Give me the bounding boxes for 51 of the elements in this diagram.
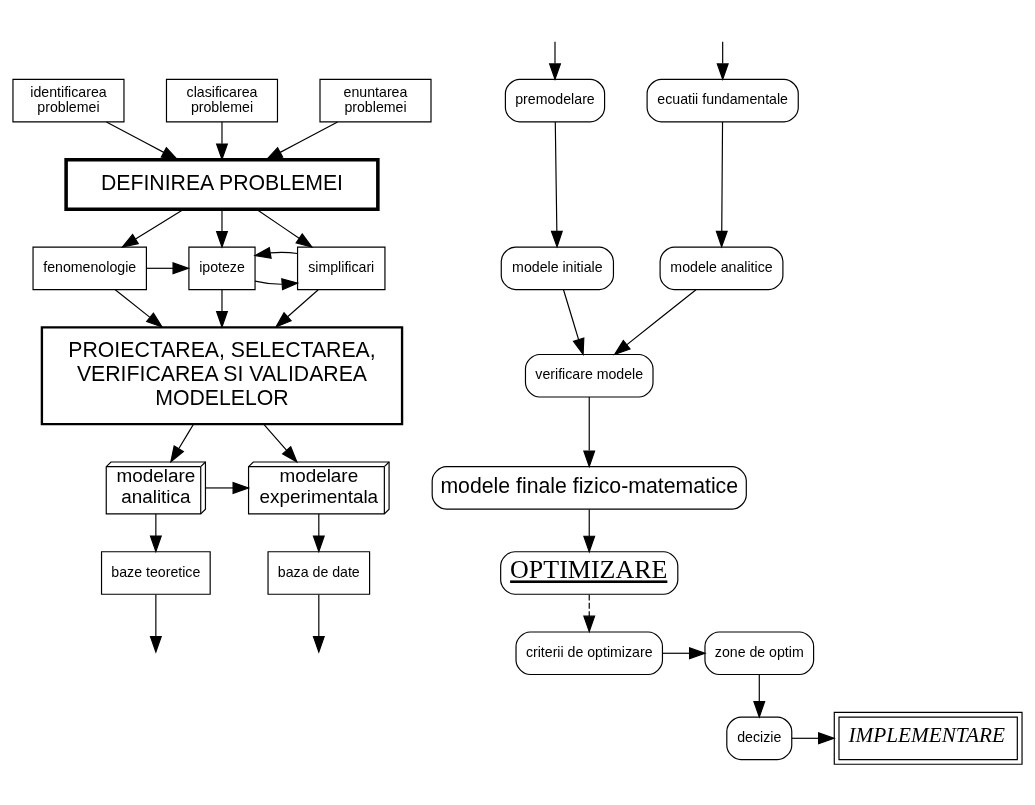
node-box: simplificari [296,246,386,291]
node-box: enuntarea problemei [319,78,432,123]
node-box: criterii de optimizare [515,631,664,676]
node-box: DEFINIREA PROBLEMEI [64,157,380,212]
arrow [145,262,191,275]
node-box: ipoteze [188,246,256,291]
node-box: modele analitice [659,246,784,291]
arrow [613,289,697,356]
arrow [548,41,562,82]
arrow [215,289,229,329]
arrow [265,121,339,161]
arrow [550,121,564,249]
arrow [583,396,596,469]
arrow [662,647,707,660]
node-box: verificare modele [524,353,654,398]
arrow [312,594,326,654]
arrow [215,209,229,249]
node-box: decizie [726,716,793,761]
arrow [274,289,319,329]
node-box: fenomenologie [32,246,147,291]
arrow [583,594,596,634]
node-box: IMPLEMENTARE [833,711,1023,765]
arrow [120,208,184,248]
arrow [254,278,300,291]
arrow [753,674,766,719]
node-box: ecuatii fundamentale [646,78,799,123]
node-box: OPTIMIZARE [500,551,679,595]
arrow [263,423,299,464]
node-box: modele finale fizico-matematice [431,466,747,510]
arrow [204,481,251,495]
node-box: identificarea problemei [12,78,125,123]
arrow [312,513,326,554]
arrow [105,121,179,161]
node-box: zone de optim [704,631,815,676]
arrow [253,246,299,259]
arrow [169,423,194,464]
node-box: PROIECTAREA, SELECTAREA, VERIFICAREA SI VALIDAREA MODELELOR [40,326,404,426]
arrow [149,513,163,554]
arrow [791,732,836,745]
arrow [562,289,585,357]
arrow [114,289,164,329]
node-box: premodelare [504,78,606,123]
node-box: modele initiale [500,246,615,291]
arrow [583,508,596,554]
node-box: baze teoretice [100,551,211,595]
arrow [716,41,729,82]
arrow [149,594,163,654]
arrow [715,121,728,249]
node-box: baza de date [267,551,371,595]
node-box: clasificarea problemei [165,78,279,123]
arrow [256,208,314,249]
